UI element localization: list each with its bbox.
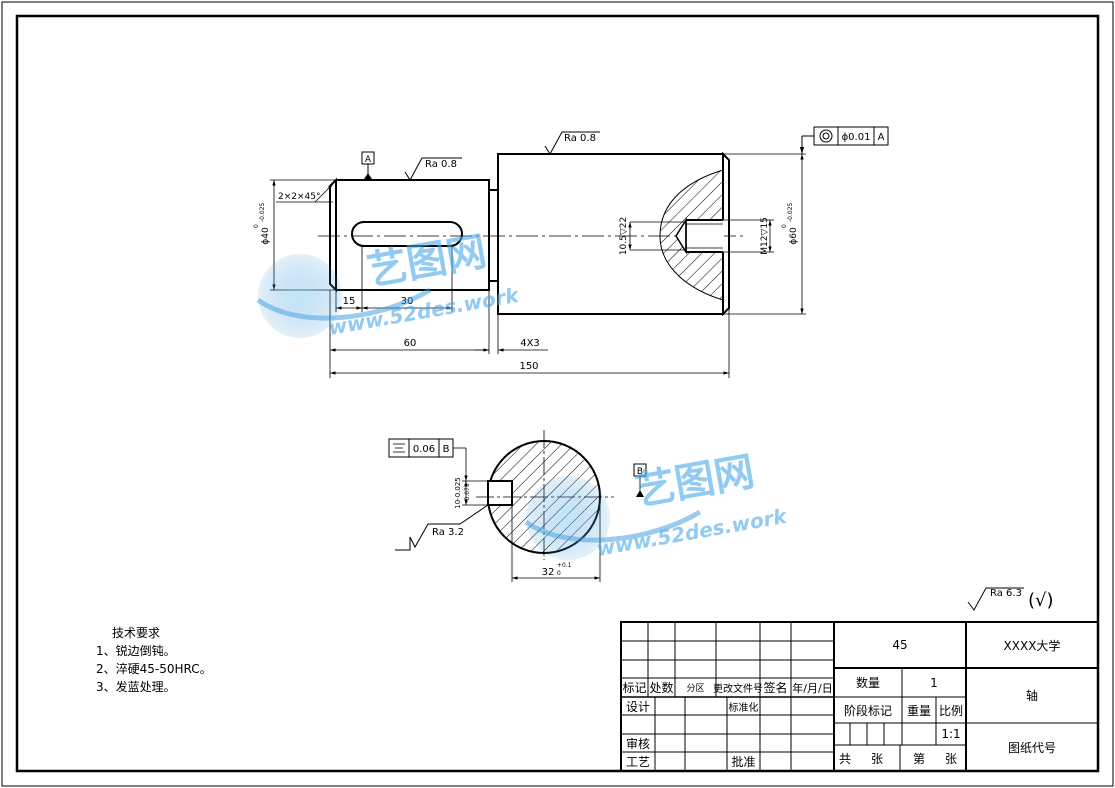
tech-item-2: 2、淬硬45-50HRC。 [96,662,212,676]
tb-stage-label: 阶段标记 [843,703,892,718]
chamfer-dim: 2×2×45° [278,192,321,202]
tb-hdr-mark: 标记 [622,681,647,695]
roughness-symbol-small [404,157,462,181]
tb-hdr-date: 年/月/日 [792,681,833,695]
tb-sheets-total: 共 [838,751,851,766]
dia40-zero: 0 [253,224,260,228]
len-small-dim: 60 [404,338,417,349]
general-roughness-symbol [967,587,1024,611]
tb-review: 审核 [625,736,650,751]
datum-a-label: A [365,155,372,165]
key-width-tol: -0.075 [464,483,471,503]
tech-item-1: 1、锐边倒钝。 [96,644,176,658]
tb-school: XXXX大学 [1003,638,1061,653]
title-block-grid [620,621,1099,772]
datum-b-triangle [636,490,644,497]
tb-qty-value: 1 [930,675,938,690]
center-hole-dim: 10.5▽22 [619,217,629,255]
tb-sheet-no: 第 [912,751,925,766]
symmetry-ref: B [443,444,450,455]
coaxiality-ref: A [878,132,885,143]
inner-border [15,14,1100,773]
watermark-url-2: www.52des.work [595,504,790,561]
tb-drawing-no: 图纸代号 [1007,740,1056,755]
roughness-small-label: Ra 0.8 [425,159,457,170]
watermark-brand-1: 艺图网 [364,229,490,295]
tb-sheets-unit2: 张 [944,751,957,766]
coaxiality-frame [799,126,889,154]
total-length-dim: 150 [519,361,538,372]
tb-scale-value: 1:1 [941,727,961,741]
roughness-large-label: Ra 0.8 [564,133,596,144]
dia60-tol: -0.025 [787,202,794,222]
watermark-brand-2: 艺图网 [632,449,758,515]
thread-dim: M12▽15 [760,217,770,255]
datum-a-symbol [361,151,375,181]
datum-b-label: B [637,467,643,477]
tb-qty-label: 数量 [855,676,880,690]
symmetry-value: 0.06 [413,444,435,455]
slot-start-dim: 15 [343,296,356,307]
tb-hdr-sign: 签名 [763,681,788,695]
thread-partial-section [659,169,724,301]
tb-material: 45 [892,638,908,652]
dia60-zero: 0 [781,224,788,228]
tb-process: 工艺 [625,755,650,769]
tech-requirements: 技术要求 1、锐边倒钝。 2、淬硬45-50HRC。 3、发蓝处理。 [96,624,212,696]
shaft-main-view [318,151,745,317]
general-roughness-suffix: (√) [1028,590,1054,611]
tb-approve: 批准 [731,755,756,769]
main-view-dimensions [270,153,806,378]
tb-standard: 标准化 [728,702,759,714]
key-depth-tol-low: 0 [557,570,561,577]
tb-scale-label: 比例 [938,703,963,718]
tb-weight-label: 重量 [906,703,931,718]
groove-dim: 4X3 [520,338,540,349]
key-depth-dim: 32 [542,567,555,578]
dia60-dim: ϕ60 [789,227,799,245]
tb-hdr-doc: 更改文件号 [713,684,763,695]
key-depth-tol-up: +0.1 [557,562,572,569]
coaxiality-value: ϕ0.01 [842,132,871,143]
roughness-symbol-large [544,131,600,155]
tech-item-3: 3、发蓝处理。 [96,680,176,694]
tb-hdr-zone: 分区 [686,684,705,694]
general-roughness-label: Ra 6.3 [990,588,1022,599]
dia40-tol: -0.025 [259,202,266,222]
tb-hdr-count: 处数 [649,681,674,695]
dia40-dim: ϕ40 [261,227,271,245]
roughness-keyway-label: Ra 3.2 [432,527,464,538]
key-width-dim: 10-0.025 [454,477,462,508]
tech-requirements-title: 技术要求 [112,626,161,640]
tb-part-name: 轴 [1025,689,1038,703]
tb-sheets-unit1: 张 [870,751,883,766]
tb-design: 设计 [625,699,650,714]
watermark-1: 艺图网 www.52des.work [256,229,522,340]
